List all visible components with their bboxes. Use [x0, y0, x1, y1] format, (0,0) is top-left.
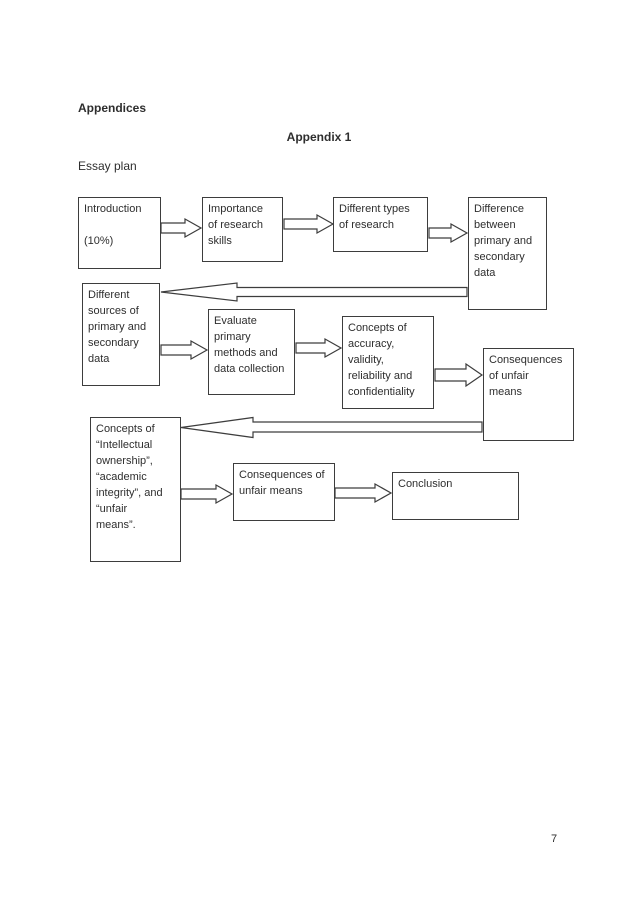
arrow-importance-to-different-types-icon — [283, 213, 335, 235]
feedback-arrow-difference-to-different-sources-icon — [160, 282, 468, 302]
appendices-heading: Appendices — [78, 101, 147, 115]
page-number: 7 — [550, 833, 558, 845]
flow-box-conclusion: Conclusion — [392, 472, 519, 520]
arrow-concepts-intellectual-to-consequences-icon — [180, 483, 234, 505]
arrow-evaluate-to-concepts-accuracy-icon — [295, 337, 343, 359]
arrow-different-types-to-difference-icon — [428, 222, 469, 244]
flow-box-introduction: Introduction (10%) — [78, 197, 161, 269]
arrow-concepts-accuracy-to-consequences-icon — [434, 362, 484, 388]
flow-box-concepts-intellectual: Concepts of “Intellectual ownership”, “a… — [90, 417, 181, 562]
flow-box-difference-primary-secondary: Difference between primary and secondary… — [468, 197, 547, 310]
appendix-1-title: Appendix 1 — [286, 130, 352, 144]
flow-box-evaluate-primary-methods: Evaluate primary methods and data collec… — [208, 309, 295, 395]
flow-box-different-types: Different types of research — [333, 197, 428, 252]
essay-plan-label: Essay plan — [78, 159, 137, 173]
flow-box-different-sources: Different sources of primary and seconda… — [82, 283, 160, 386]
feedback-arrow-consequences-to-concepts-intellectual-icon — [180, 416, 483, 439]
arrow-introduction-to-importance-icon — [160, 217, 203, 239]
flow-box-consequences-unfair-2: Consequences of unfair means — [233, 463, 335, 521]
flow-box-consequences-unfair-1: Consequences of unfair means — [483, 348, 574, 441]
flow-box-importance-of-research: Importance of research skills — [202, 197, 283, 262]
arrow-different-sources-to-evaluate-icon — [160, 339, 209, 361]
arrow-consequences-to-conclusion-icon — [334, 482, 393, 504]
flow-box-concepts-accuracy: Concepts of accuracy, validity, reliabil… — [342, 316, 434, 409]
